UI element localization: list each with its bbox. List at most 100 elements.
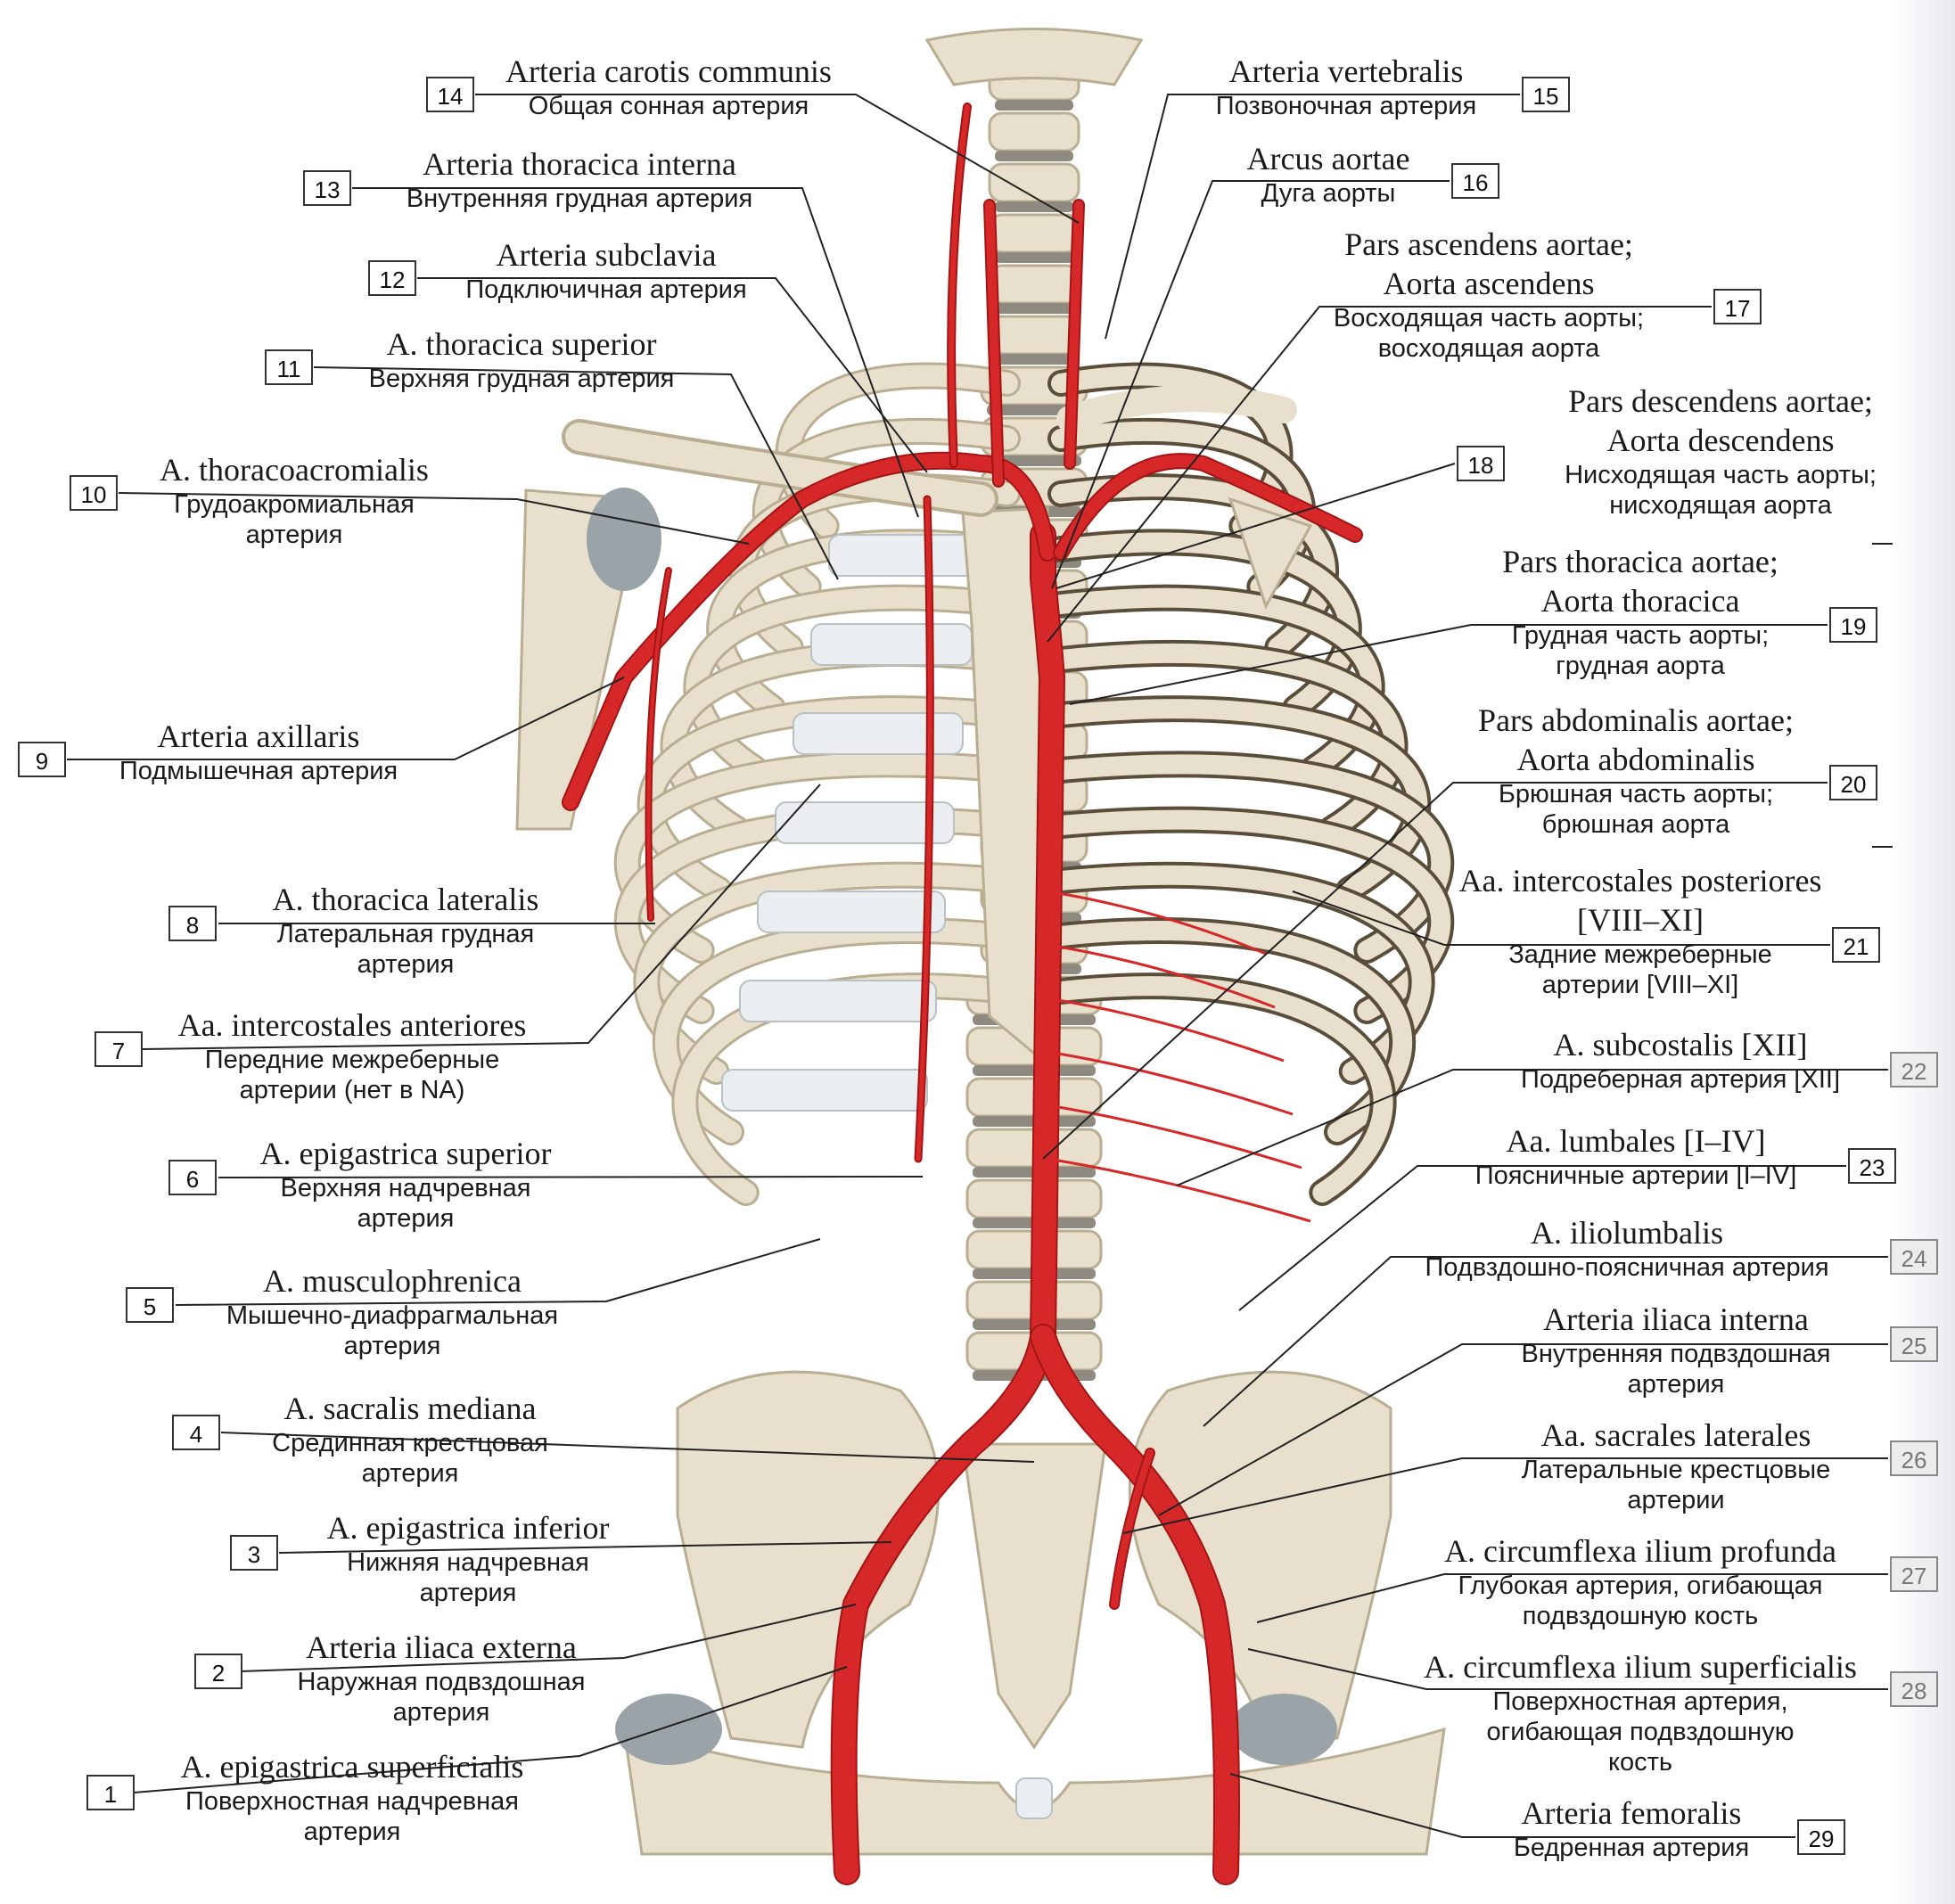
costal-cartilage [828, 534, 982, 577]
label-3: A. epigastrica inferior Нижняя надчревна… [290, 1508, 646, 1608]
marker-4: 4 [172, 1415, 220, 1450]
label-28-russian-3: кость [1607, 1748, 1673, 1777]
sacrum [961, 1442, 1107, 1750]
label-29-russian-1: Бедренная артерия [1513, 1834, 1750, 1862]
leader-line [142, 784, 821, 1050]
label-25-russian-2: артерия [1627, 1370, 1725, 1399]
clavicle-right [1056, 385, 1297, 432]
label-29: Arteria femoralis Бедренная артерия [1480, 1793, 1783, 1863]
intervertebral-disc [987, 405, 1081, 415]
posterior-intercostal-branch [1047, 1050, 1294, 1116]
label-14-latin: Arteria carotis communis [505, 53, 832, 89]
label-6: A. epigastrica superior Верхняя надчревн… [227, 1134, 584, 1234]
marker-10: 10 [70, 475, 118, 511]
aorta-and-left-iliac [832, 523, 1064, 1883]
label-24-latin: A. iliolumbalis [1531, 1215, 1723, 1251]
marker-29: 29 [1797, 1819, 1845, 1855]
label-14-russian-1: Общая сонная артерия [528, 92, 809, 120]
label-5-latin: A. musculophrenica [263, 1263, 522, 1299]
label-8-russian-2: артерия [357, 950, 455, 979]
posterior-intercostal-branch [1047, 1104, 1302, 1169]
label-20: Pars abdominalis aortae; Aorta abdominal… [1444, 701, 1828, 840]
intervertebral-disc [995, 151, 1073, 161]
marker-2: 2 [194, 1654, 242, 1689]
label-25-russian-1: Внутренняя подвздошная [1521, 1340, 1831, 1368]
label-15: Arteria vertebralis Позвоночная артерия [1177, 52, 1516, 121]
leader-line [133, 1666, 848, 1793]
label-4-russian-1: Срединная крестцовая [272, 1429, 548, 1457]
leader-line [1051, 180, 1450, 589]
pubic-symphysis [1015, 1777, 1053, 1819]
label-3-russian-1: Нижняя надчревная [347, 1548, 589, 1577]
scapula-right [1228, 497, 1313, 610]
label-10: A. thoracoacromialis Грудоакромиальная а… [125, 450, 464, 550]
marker-16: 16 [1451, 163, 1499, 199]
costal-cartilage [739, 980, 937, 1022]
label-5-russian-1: Мышечно-диафрагмальная [226, 1301, 559, 1330]
label-4: A. sacralis mediana Срединная крестцовая… [232, 1389, 588, 1489]
label-5: A. musculophrenica Мышечно-диафрагмальна… [178, 1261, 606, 1361]
label-15-latin: Arteria vertebralis [1228, 53, 1464, 89]
vertebra-body [988, 315, 1080, 356]
leader-line [1229, 1773, 1795, 1838]
internal-iliac [1111, 1449, 1154, 1608]
costal-cartilage [775, 801, 955, 844]
costal-cartilage [810, 623, 973, 666]
page-edge-shadow [1893, 0, 1955, 1904]
intervertebral-disc [995, 252, 1073, 263]
label-22-russian-1: Подреберная артерия [XII] [1521, 1065, 1840, 1094]
label-6-latin: A. epigastrica superior [259, 1136, 552, 1171]
label-21-russian-1: Задние межреберные [1508, 940, 1772, 969]
leader-lines [67, 94, 1926, 1838]
leader-line [1069, 624, 1828, 705]
right-common-carotid [1065, 201, 1083, 468]
marker-15: 15 [1522, 77, 1570, 112]
label-18-russian-1: Нисходящая часть аорты; [1565, 461, 1877, 489]
label-25-latin: Arteria iliaca interna [1543, 1301, 1809, 1337]
leader-line [1292, 890, 1830, 946]
label-5-russian-2: артерия [343, 1332, 441, 1360]
marker-12: 12 [368, 260, 416, 296]
rib-right-fill [1051, 976, 1393, 1202]
label-12: Arteria subclavia Подключичная артерия [428, 235, 784, 305]
vertebral-artery [949, 104, 970, 466]
label-10-latin: A. thoracoacromialis [160, 452, 429, 488]
costal-cartilage [793, 712, 964, 755]
label-23-russian-1: Поясничные артерии [I–IV] [1474, 1161, 1797, 1190]
intervertebral-disc [995, 201, 1073, 212]
label-19: Pars thoracica aortae; Aorta thoracica Г… [1462, 542, 1819, 681]
label-28-russian-1: Поверхностная артерия, [1492, 1687, 1788, 1716]
label-7-latin: Aa. intercostales anteriores [177, 1007, 527, 1043]
marker-24: 24 [1890, 1239, 1938, 1275]
label-11-latin: A. thoracica superior [386, 326, 657, 362]
label-21-russian-2: артерии [VIII–XI] [1541, 971, 1739, 999]
marker-23: 23 [1848, 1148, 1896, 1184]
marker-17: 17 [1713, 289, 1762, 324]
clavicle-left-fill [565, 423, 995, 513]
label-7: Aa. intercostales anteriores Передние ме… [152, 1005, 553, 1105]
marker-22: 22 [1890, 1052, 1938, 1087]
atlas-vertebra [924, 28, 1144, 86]
label-4-latin: A. sacralis mediana [283, 1391, 537, 1426]
marker-3: 3 [230, 1535, 278, 1571]
leader-line [1203, 1256, 1888, 1427]
label-25: Arteria iliaca interna Внутренняя подвзд… [1480, 1300, 1872, 1399]
marker-11: 11 [265, 349, 313, 385]
marker-5: 5 [126, 1287, 174, 1323]
label-2-russian-2: артерия [392, 1698, 490, 1727]
label-10-russian-1: Грудоакромиальная [174, 490, 415, 519]
hip-joint-left [615, 1694, 722, 1765]
label-1-russian-2: артерия [303, 1818, 401, 1846]
label-23: Aa. lumbales [I–IV] Поясничные артерии [… [1435, 1121, 1836, 1191]
label-11: A. thoracica superior Верхняя грудная ар… [330, 324, 713, 394]
label-21-latin: Aa. intercostales posteriores [VIII–XI] [1458, 863, 1822, 938]
marker-8: 8 [168, 906, 217, 941]
label-21: Aa. intercostales posteriores [VIII–XI] … [1453, 861, 1828, 1000]
label-23-latin: Aa. lumbales [I–IV] [1506, 1123, 1766, 1159]
leader-line [67, 677, 625, 760]
label-13: Arteria thoracica interna Внутренняя гру… [366, 144, 793, 214]
posterior-intercostal-branch [1047, 943, 1276, 1009]
label-7-russian-2: артерии (нет в NA) [239, 1076, 465, 1104]
label-2: Arteria iliaca externa Наружная подвздош… [250, 1628, 633, 1728]
